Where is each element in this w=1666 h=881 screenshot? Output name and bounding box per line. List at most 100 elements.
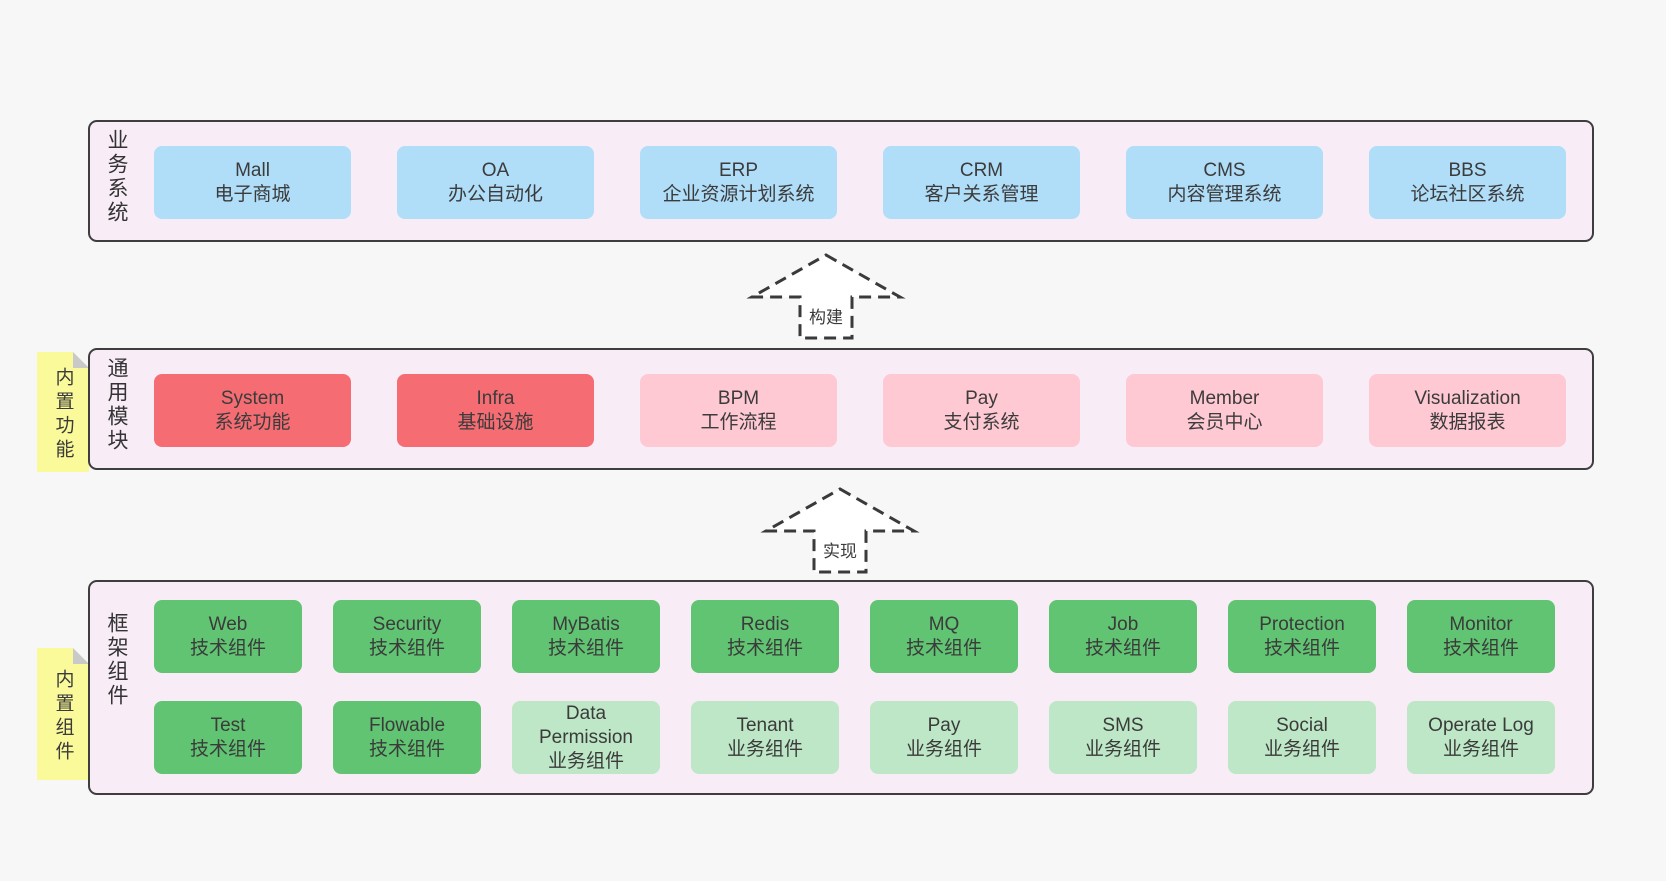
box-subtitle: 业务组件 (1263, 738, 1340, 760)
section-framework-components-label: 框架组件 (105, 612, 128, 708)
box-infra: Infra 基础设施 (397, 374, 594, 447)
box-protection: Protection 技术组件 (1228, 600, 1376, 673)
arrow-implement: 实现 (760, 486, 920, 576)
box-title: Mall (235, 159, 270, 181)
box-subtitle: 数据报表 (1429, 411, 1506, 433)
box-job: Job 技术组件 (1049, 600, 1197, 673)
box-bbs: BBS 论坛社区系统 (1369, 146, 1566, 219)
section-business-systems: 业务系统 Mall 电子商城 OA 办公自动化 ERP 企业资源计划系统 CRM… (88, 120, 1594, 242)
box-sms: SMS 业务组件 (1049, 701, 1197, 774)
box-title: SMS (1102, 714, 1144, 736)
box-subtitle: 业务组件 (547, 750, 624, 772)
section-common-modules: 通用模块 System 系统功能 Infra 基础设施 BPM 工作流程 Pay… (88, 348, 1594, 470)
box-subtitle: 技术组件 (547, 637, 624, 659)
box-title: Security (372, 613, 442, 635)
box-subtitle: 技术组件 (189, 637, 266, 659)
arrow-build: 构建 (746, 252, 906, 342)
box-subtitle: 业务组件 (905, 738, 982, 760)
box-operate-log: Operate Log 业务组件 (1407, 701, 1555, 774)
box-title: CMS (1203, 159, 1246, 181)
box-web: Web 技术组件 (154, 600, 302, 673)
box-subtitle: 业务组件 (1084, 738, 1161, 760)
box-subtitle: 技术组件 (726, 637, 803, 659)
box-pay-system: Pay 支付系统 (883, 374, 1080, 447)
section-business-systems-label: 业务系统 (105, 129, 128, 225)
box-flowable: Flowable 技术组件 (333, 701, 481, 774)
box-social: Social 业务组件 (1228, 701, 1376, 774)
box-title: BBS (1448, 159, 1487, 181)
box-subtitle: 技术组件 (1263, 637, 1340, 659)
box-subtitle: 电子商城 (214, 183, 291, 205)
box-data-permission: Data Permission 业务组件 (512, 701, 660, 774)
box-security: Security 技术组件 (333, 600, 481, 673)
box-subtitle: 技术组件 (1442, 637, 1519, 659)
box-member: Member 会员中心 (1126, 374, 1323, 447)
box-pay-component: Pay 业务组件 (870, 701, 1018, 774)
box-title: Infra (476, 387, 515, 409)
box-subtitle: 业务组件 (726, 738, 803, 760)
box-bpm: BPM 工作流程 (640, 374, 837, 447)
sticky-built-in-features-label: 内置功能 (52, 367, 74, 463)
box-subtitle: 客户关系管理 (924, 183, 1039, 205)
box-title: Web (208, 613, 248, 635)
box-mybatis: MyBatis 技术组件 (512, 600, 660, 673)
box-title: Job (1107, 613, 1139, 635)
box-title: Monitor (1449, 613, 1513, 635)
box-title: Member (1189, 387, 1260, 409)
box-title: Social (1276, 714, 1328, 736)
up-arrow-icon (760, 487, 920, 574)
box-title: Tenant (736, 714, 794, 736)
box-subtitle: 业务组件 (1442, 738, 1519, 760)
box-subtitle: 技术组件 (189, 738, 266, 760)
arrow-build-label: 构建 (809, 308, 843, 327)
box-title: CRM (959, 159, 1004, 181)
box-erp: ERP 企业资源计划系统 (640, 146, 837, 219)
box-title: Operate Log (1428, 714, 1534, 736)
box-visualization: Visualization 数据报表 (1369, 374, 1566, 447)
box-title: Redis (740, 613, 790, 635)
box-title: Test (210, 714, 246, 736)
box-title: MyBatis (552, 613, 620, 635)
box-test: Test 技术组件 (154, 701, 302, 774)
box-subtitle: 内容管理系统 (1167, 183, 1282, 205)
box-title: Flowable (368, 714, 446, 736)
box-title: Pay (965, 387, 998, 409)
box-title: System (220, 387, 285, 409)
box-subtitle: 技术组件 (905, 637, 982, 659)
box-title: Data Permission (539, 702, 633, 748)
section-framework-components: 框架组件 Web 技术组件 Security 技术组件 MyBatis 技术组件… (88, 580, 1594, 795)
box-subtitle: 技术组件 (1084, 637, 1161, 659)
box-title: OA (481, 159, 510, 181)
box-title: Protection (1259, 613, 1345, 635)
box-oa: OA 办公自动化 (397, 146, 594, 219)
box-title: ERP (718, 159, 759, 181)
box-subtitle: 支付系统 (943, 411, 1020, 433)
box-subtitle: 系统功能 (214, 411, 291, 433)
section-common-modules-label: 通用模块 (105, 357, 128, 453)
box-title: MQ (928, 613, 960, 635)
box-title: Pay (927, 714, 961, 736)
business-systems-row: Mall 电子商城 OA 办公自动化 ERP 企业资源计划系统 CRM 客户关系… (154, 146, 1566, 219)
box-crm: CRM 客户关系管理 (883, 146, 1080, 219)
box-mall: Mall 电子商城 (154, 146, 351, 219)
sticky-note-shape (37, 648, 89, 780)
sticky-note-shape (37, 352, 89, 472)
framework-components-grid: Web 技术组件 Security 技术组件 MyBatis 技术组件 Redi… (154, 600, 1555, 774)
box-monitor: Monitor 技术组件 (1407, 600, 1555, 673)
box-mq: MQ 技术组件 (870, 600, 1018, 673)
box-subtitle: 基础设施 (457, 411, 534, 433)
box-system: System 系统功能 (154, 374, 351, 447)
box-subtitle: 技术组件 (368, 637, 445, 659)
sticky-built-in-features: 内置功能 (37, 352, 89, 472)
box-subtitle: 办公自动化 (447, 183, 543, 205)
box-tenant: Tenant 业务组件 (691, 701, 839, 774)
sticky-built-in-components-label: 内置组件 (52, 669, 74, 765)
sticky-built-in-components: 内置组件 (37, 648, 89, 780)
box-subtitle: 企业资源计划系统 (662, 183, 815, 205)
common-modules-row: System 系统功能 Infra 基础设施 BPM 工作流程 Pay 支付系统… (154, 374, 1566, 447)
box-subtitle: 工作流程 (700, 411, 777, 433)
box-redis: Redis 技术组件 (691, 600, 839, 673)
box-cms: CMS 内容管理系统 (1126, 146, 1323, 219)
up-arrow-icon (746, 253, 906, 340)
